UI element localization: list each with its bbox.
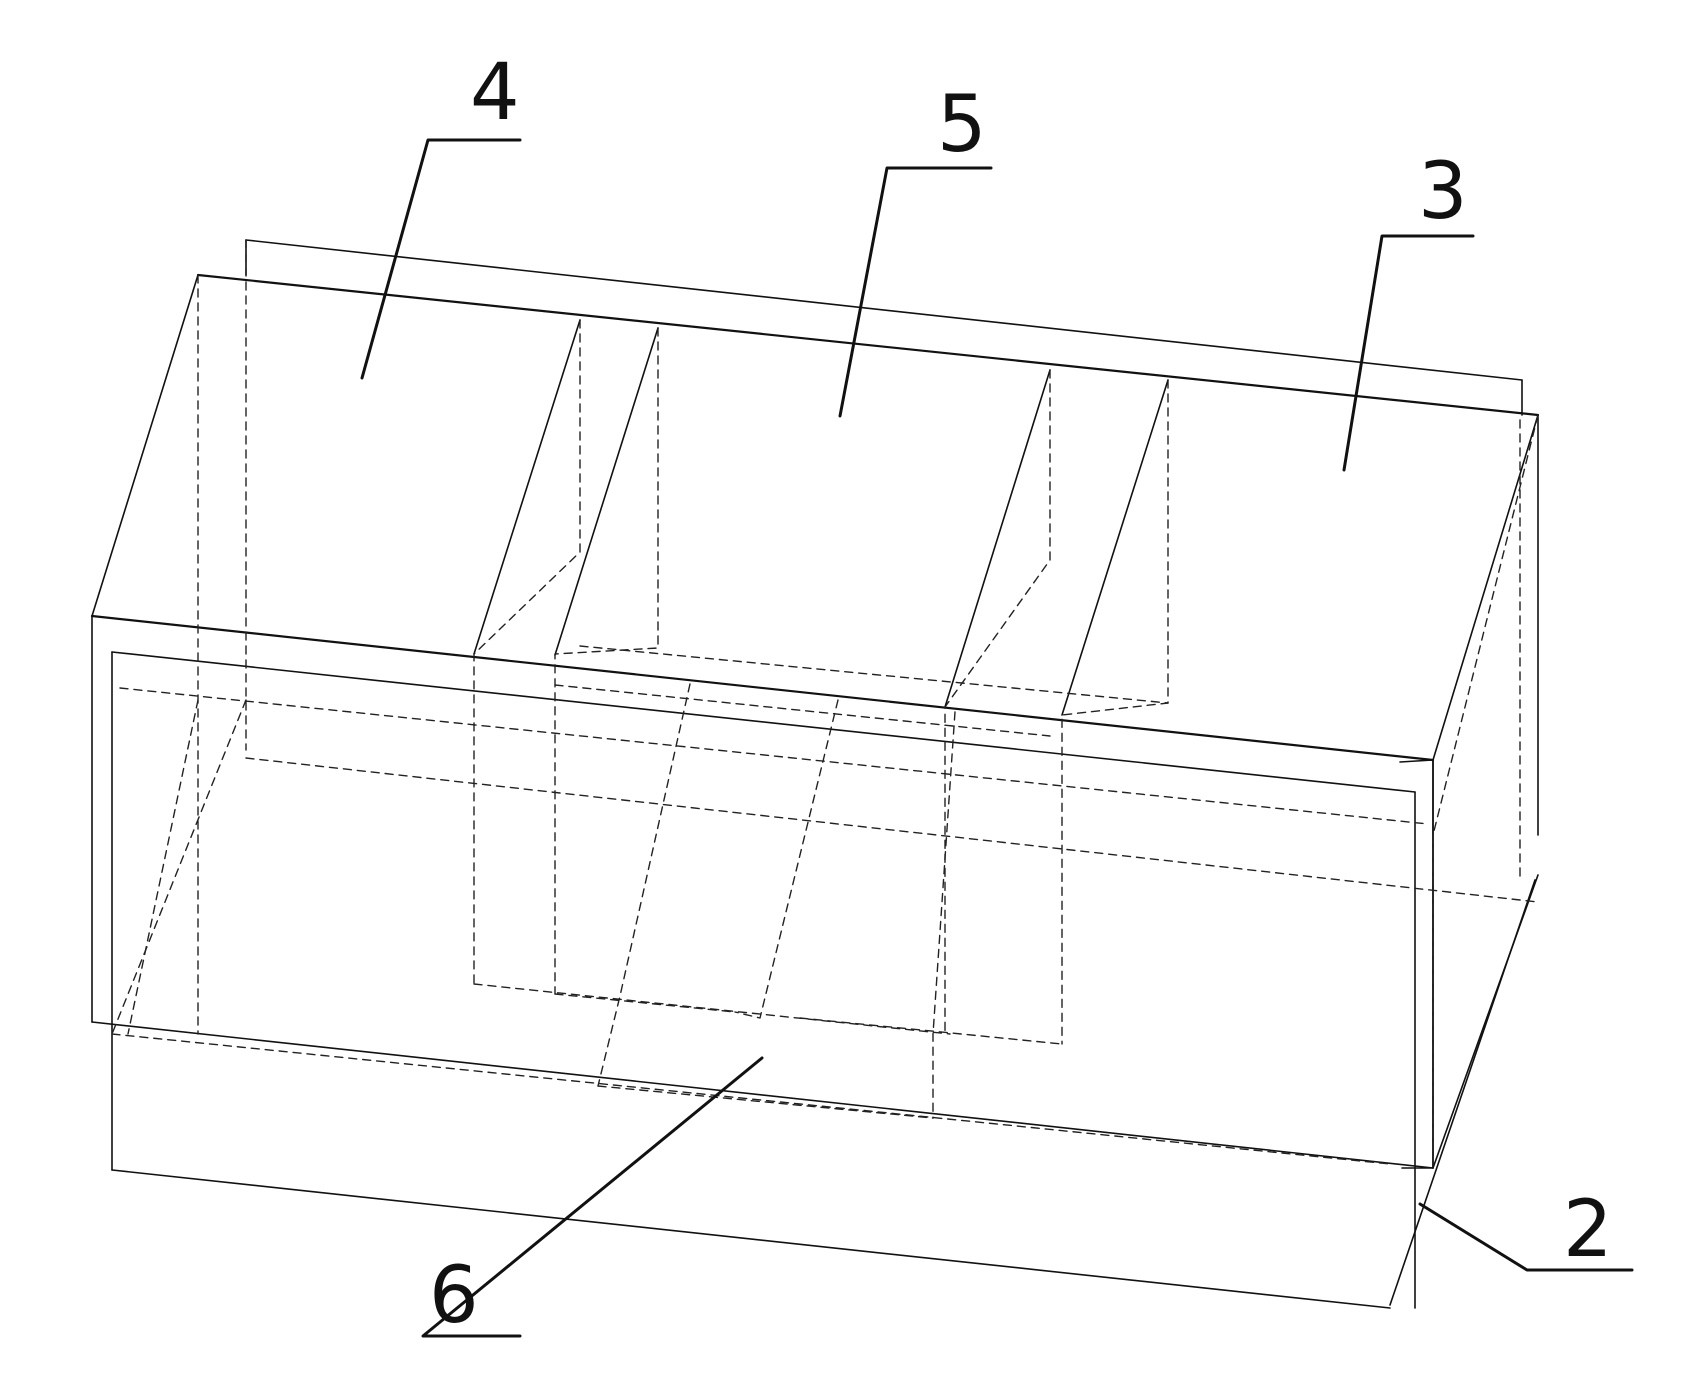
top-front-edge bbox=[90, 614, 1435, 762]
hidden-center-funnel-right bbox=[734, 699, 839, 1019]
hidden-partition-bottom-3 bbox=[799, 1017, 1063, 1045]
callout-label-3: 3 bbox=[1418, 147, 1468, 237]
hidden-middle-bottom-line bbox=[111, 1033, 1391, 1165]
top-left-edge bbox=[91, 274, 199, 617]
callout-label-2: 2 bbox=[1563, 1185, 1613, 1275]
hidden-lines bbox=[111, 239, 1539, 1169]
box-structure bbox=[90, 239, 1540, 1309]
partition-3-left bbox=[1061, 379, 1169, 716]
base-right-diagonal bbox=[1389, 879, 1536, 1306]
partition-5-3-front bbox=[944, 369, 1051, 708]
top-rear-edge bbox=[196, 273, 1540, 417]
callouts bbox=[360, 138, 1634, 1338]
hidden-partition-top-1 bbox=[579, 645, 1169, 704]
hidden-partition-top-2 bbox=[554, 684, 1051, 737]
hidden-right-slope-1 bbox=[1432, 414, 1539, 836]
hidden-partition-5-right bbox=[944, 369, 1051, 1035]
inner-front-bottom-edge bbox=[111, 1169, 1391, 1309]
hidden-partition-4-back bbox=[473, 319, 581, 985]
leader-3 bbox=[1342, 234, 1475, 472]
leader-6 bbox=[421, 1056, 764, 1338]
hidden-rear-bottom-line bbox=[245, 757, 1539, 903]
hidden-center-funnel-far-right bbox=[932, 711, 956, 1119]
hidden-partition-5-front bbox=[554, 327, 659, 995]
outer-front-bottom-edge bbox=[91, 1021, 1434, 1169]
hidden-partition-bottom-2 bbox=[554, 993, 736, 1013]
hidden-upper-inner-line bbox=[119, 687, 1429, 825]
callout-label-6: 6 bbox=[429, 1251, 479, 1341]
hidden-left-slope-1 bbox=[111, 699, 247, 1035]
leader-2 bbox=[1418, 1202, 1634, 1272]
top-right-edge bbox=[1432, 414, 1539, 761]
hidden-left-slope-2 bbox=[127, 699, 199, 1035]
callout-label-4: 4 bbox=[470, 48, 520, 138]
rear-upper-offset-edge bbox=[245, 239, 1523, 381]
hidden-center-funnel-left bbox=[597, 683, 691, 1087]
partition-4-5-front bbox=[473, 319, 581, 655]
callout-label-5: 5 bbox=[937, 80, 987, 170]
partition-5-left bbox=[554, 327, 659, 656]
hidden-center-funnel-bottom bbox=[597, 1085, 934, 1119]
leader-5 bbox=[838, 166, 993, 418]
hidden-partition-3-right bbox=[1061, 379, 1169, 1045]
inner-front-top-edge bbox=[111, 651, 1416, 793]
leader-4 bbox=[360, 138, 522, 380]
